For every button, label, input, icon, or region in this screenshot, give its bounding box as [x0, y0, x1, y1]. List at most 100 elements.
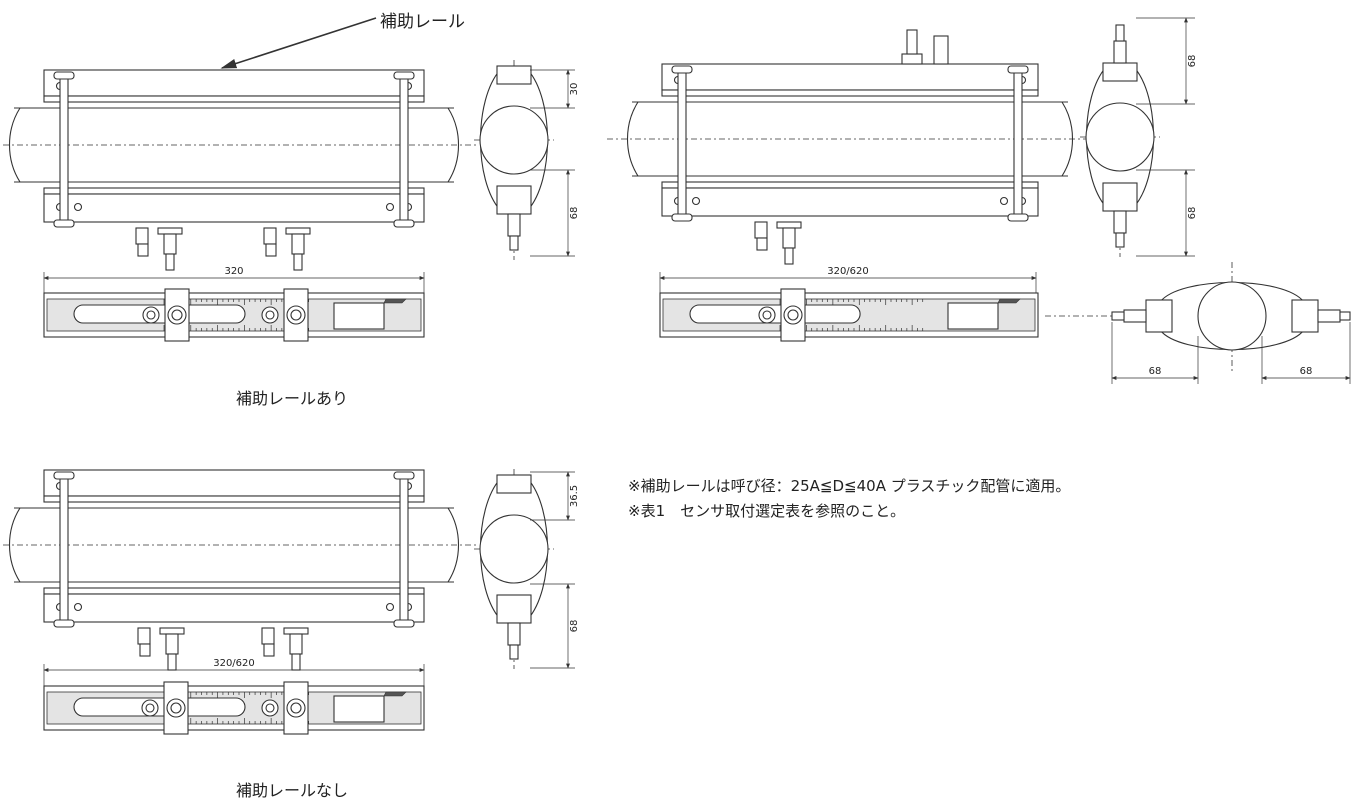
front-view-top-right-pipe-end-left — [626, 101, 639, 177]
front-view-without-rail-clamp-cap-top-1 — [393, 471, 415, 480]
end-view-left-stem — [1123, 309, 1147, 323]
front-view-with-rail-sensor-tip-1 — [293, 253, 303, 271]
side-view-without-rail — [474, 469, 554, 669]
side-view-with-rail-sensor-tip — [509, 235, 519, 251]
front-view-with-rail-bottom-rail-lip — [43, 187, 425, 195]
front-view-without-rail-clamp-strap-1 — [399, 475, 409, 625]
side-view-top-right-top-sensor-stem — [1113, 40, 1127, 64]
front-view-without-rail-sensor-base-1 — [283, 627, 309, 635]
front-view-with-rail-cable-a-1 — [263, 227, 277, 245]
plan-view-with-rail — [43, 288, 425, 342]
front-view-top-right-cable-a-0 — [754, 221, 768, 239]
side-view-with-rail-sensor-stem — [507, 213, 521, 237]
front-view-top-right-top-sensor-body-0 — [906, 29, 918, 55]
dim-length-without-rail: 320/620 — [43, 658, 425, 688]
dim-side-upper-without-rail: 36.5 — [566, 471, 580, 521]
end-view-right-tip — [1339, 311, 1351, 321]
side-view-top-right-upper-block — [1102, 62, 1138, 82]
plan-view-without-rail-sensor-core-0 — [170, 702, 182, 714]
side-view-with-rail-upper-block — [496, 65, 532, 85]
side-view-top-right-sensor-stem — [1113, 210, 1127, 234]
side-view-top-right — [1080, 24, 1160, 257]
side-view-without-rail-pipe-section — [479, 514, 549, 584]
note-applicability: ※補助レールは呼び径：25A≦D≦40A プラスチック配管に適用。 — [628, 477, 1071, 495]
dim-length-with-rail: 320 — [43, 266, 425, 296]
front-view-without-rail-rail-hole-5 — [385, 602, 395, 612]
front-view-without-rail-sensor-base-0 — [159, 627, 185, 635]
front-view-without-rail-clamp-cap-top-0 — [53, 471, 75, 480]
front-view-with-rail-cable-b-0 — [137, 243, 149, 257]
front-view-with-rail-sensor-body-1 — [291, 233, 305, 255]
front-view-without-rail-sensor-tip-1 — [291, 653, 301, 671]
end-view-left-tip — [1111, 311, 1125, 321]
front-view-without-rail-cable-b-0 — [139, 643, 151, 657]
front-view-without-rail-top-rail-lip — [43, 495, 425, 503]
side-view-top-right-pipe-section — [1085, 102, 1155, 172]
end-view — [1045, 262, 1351, 384]
dim-length-without-rail-text: 320/620 — [213, 658, 255, 669]
front-view-with-rail-sensor-body-0 — [163, 233, 177, 255]
front-view-with-rail-cable-b-1 — [265, 243, 277, 257]
front-view-with-rail-clamp-strap-0 — [59, 75, 69, 225]
front-view-top-right-bottom-rail-lip — [661, 181, 1039, 189]
plan-view-with-rail-slot — [73, 304, 246, 324]
front-view-top-right-clamp-strap-1 — [1013, 69, 1023, 219]
plan-view-without-rail-knob-core-1 — [265, 703, 275, 713]
side-view-top-right-top-sensor-tip — [1115, 24, 1125, 42]
side-view-with-rail-pipe-section — [479, 105, 549, 175]
plan-view-with-rail-sensor-core-1 — [290, 309, 302, 321]
end-view-left-block — [1145, 299, 1173, 333]
front-view-with-rail — [0, 69, 479, 271]
front-view-top-right-clamp-cap-top-1 — [1007, 65, 1029, 74]
front-view-with-rail-bottom-rail — [43, 193, 425, 223]
front-view-top-right-pipe — [632, 101, 1068, 177]
plan-view-top-right — [659, 288, 1039, 342]
dim-length-with-rail-text: 320 — [224, 266, 243, 277]
front-view-without-rail-sensor-tip-0 — [167, 653, 177, 671]
side-view-without-rail-upper-block — [496, 474, 532, 494]
caption-with-rail: 補助レールあり — [236, 389, 349, 408]
front-view-with-rail-clamp-cap-bottom-0 — [53, 219, 75, 228]
plan-view-with-rail-logo-mark — [383, 298, 407, 304]
front-view-without-rail-rail-hole-4 — [73, 602, 83, 612]
side-view-top-right-lower-block — [1102, 182, 1138, 212]
dim-side-lower-with-rail-text: 68 — [569, 207, 580, 220]
front-view-without-rail-sensor-body-1 — [289, 633, 303, 655]
side-view-with-rail — [474, 60, 554, 260]
dim-side-lower-top-right-text: 68 — [1187, 207, 1198, 220]
front-view-with-rail-sensor-tip-0 — [165, 253, 175, 271]
plan-view-without-rail-sensor-core-1 — [290, 702, 302, 714]
front-view-without-rail-cable-a-0 — [137, 627, 151, 645]
side-view-without-rail-sensor-stem — [507, 622, 521, 646]
front-view-without-rail-pipe — [14, 507, 454, 583]
aux-rail-arrow — [220, 17, 377, 69]
dim-side-lower-without-rail: 68 — [566, 583, 580, 669]
front-view-top-right-cable-b-0 — [756, 237, 768, 251]
front-view-without-rail-bottom-rail-lip — [43, 587, 425, 595]
front-view-top-right-clamp-cap-top-0 — [671, 65, 693, 74]
dim-length-top-right-text: 320/620 — [827, 266, 869, 277]
front-view-with-rail-pipe — [14, 107, 454, 183]
dim-side-upper-top-right-text: 68 — [1187, 55, 1198, 68]
side-view-without-rail-lower-block — [496, 594, 532, 624]
plan-view-with-rail-knob-core-1 — [265, 310, 275, 320]
front-view-with-rail-clamp-strap-1 — [399, 75, 409, 225]
front-view-without-rail-cable-b-1 — [263, 643, 275, 657]
front-view-top-right — [607, 29, 1093, 265]
side-view-with-rail-lower-block — [496, 185, 532, 215]
front-view-with-rail-rail-hole-5 — [385, 202, 395, 212]
front-view-without-rail-clamp-strap-0 — [59, 475, 69, 625]
front-view-top-right-sensor-body-0 — [782, 227, 796, 249]
dim-side-upper-with-rail-text: 30 — [569, 83, 580, 96]
front-view-without-rail-pipe-end-left — [8, 507, 21, 583]
dim-length-top-right: 320/620 — [659, 266, 1037, 296]
front-view-with-rail-cable-a-0 — [135, 227, 149, 245]
end-view-right-block — [1291, 299, 1319, 333]
front-view-top-right-bottom-rail — [661, 187, 1039, 217]
dim-side-upper-without-rail-text: 36.5 — [569, 485, 580, 507]
front-view-without-rail-pipe-end-right — [447, 507, 460, 583]
front-view-with-rail-pipe-end-right — [447, 107, 460, 183]
